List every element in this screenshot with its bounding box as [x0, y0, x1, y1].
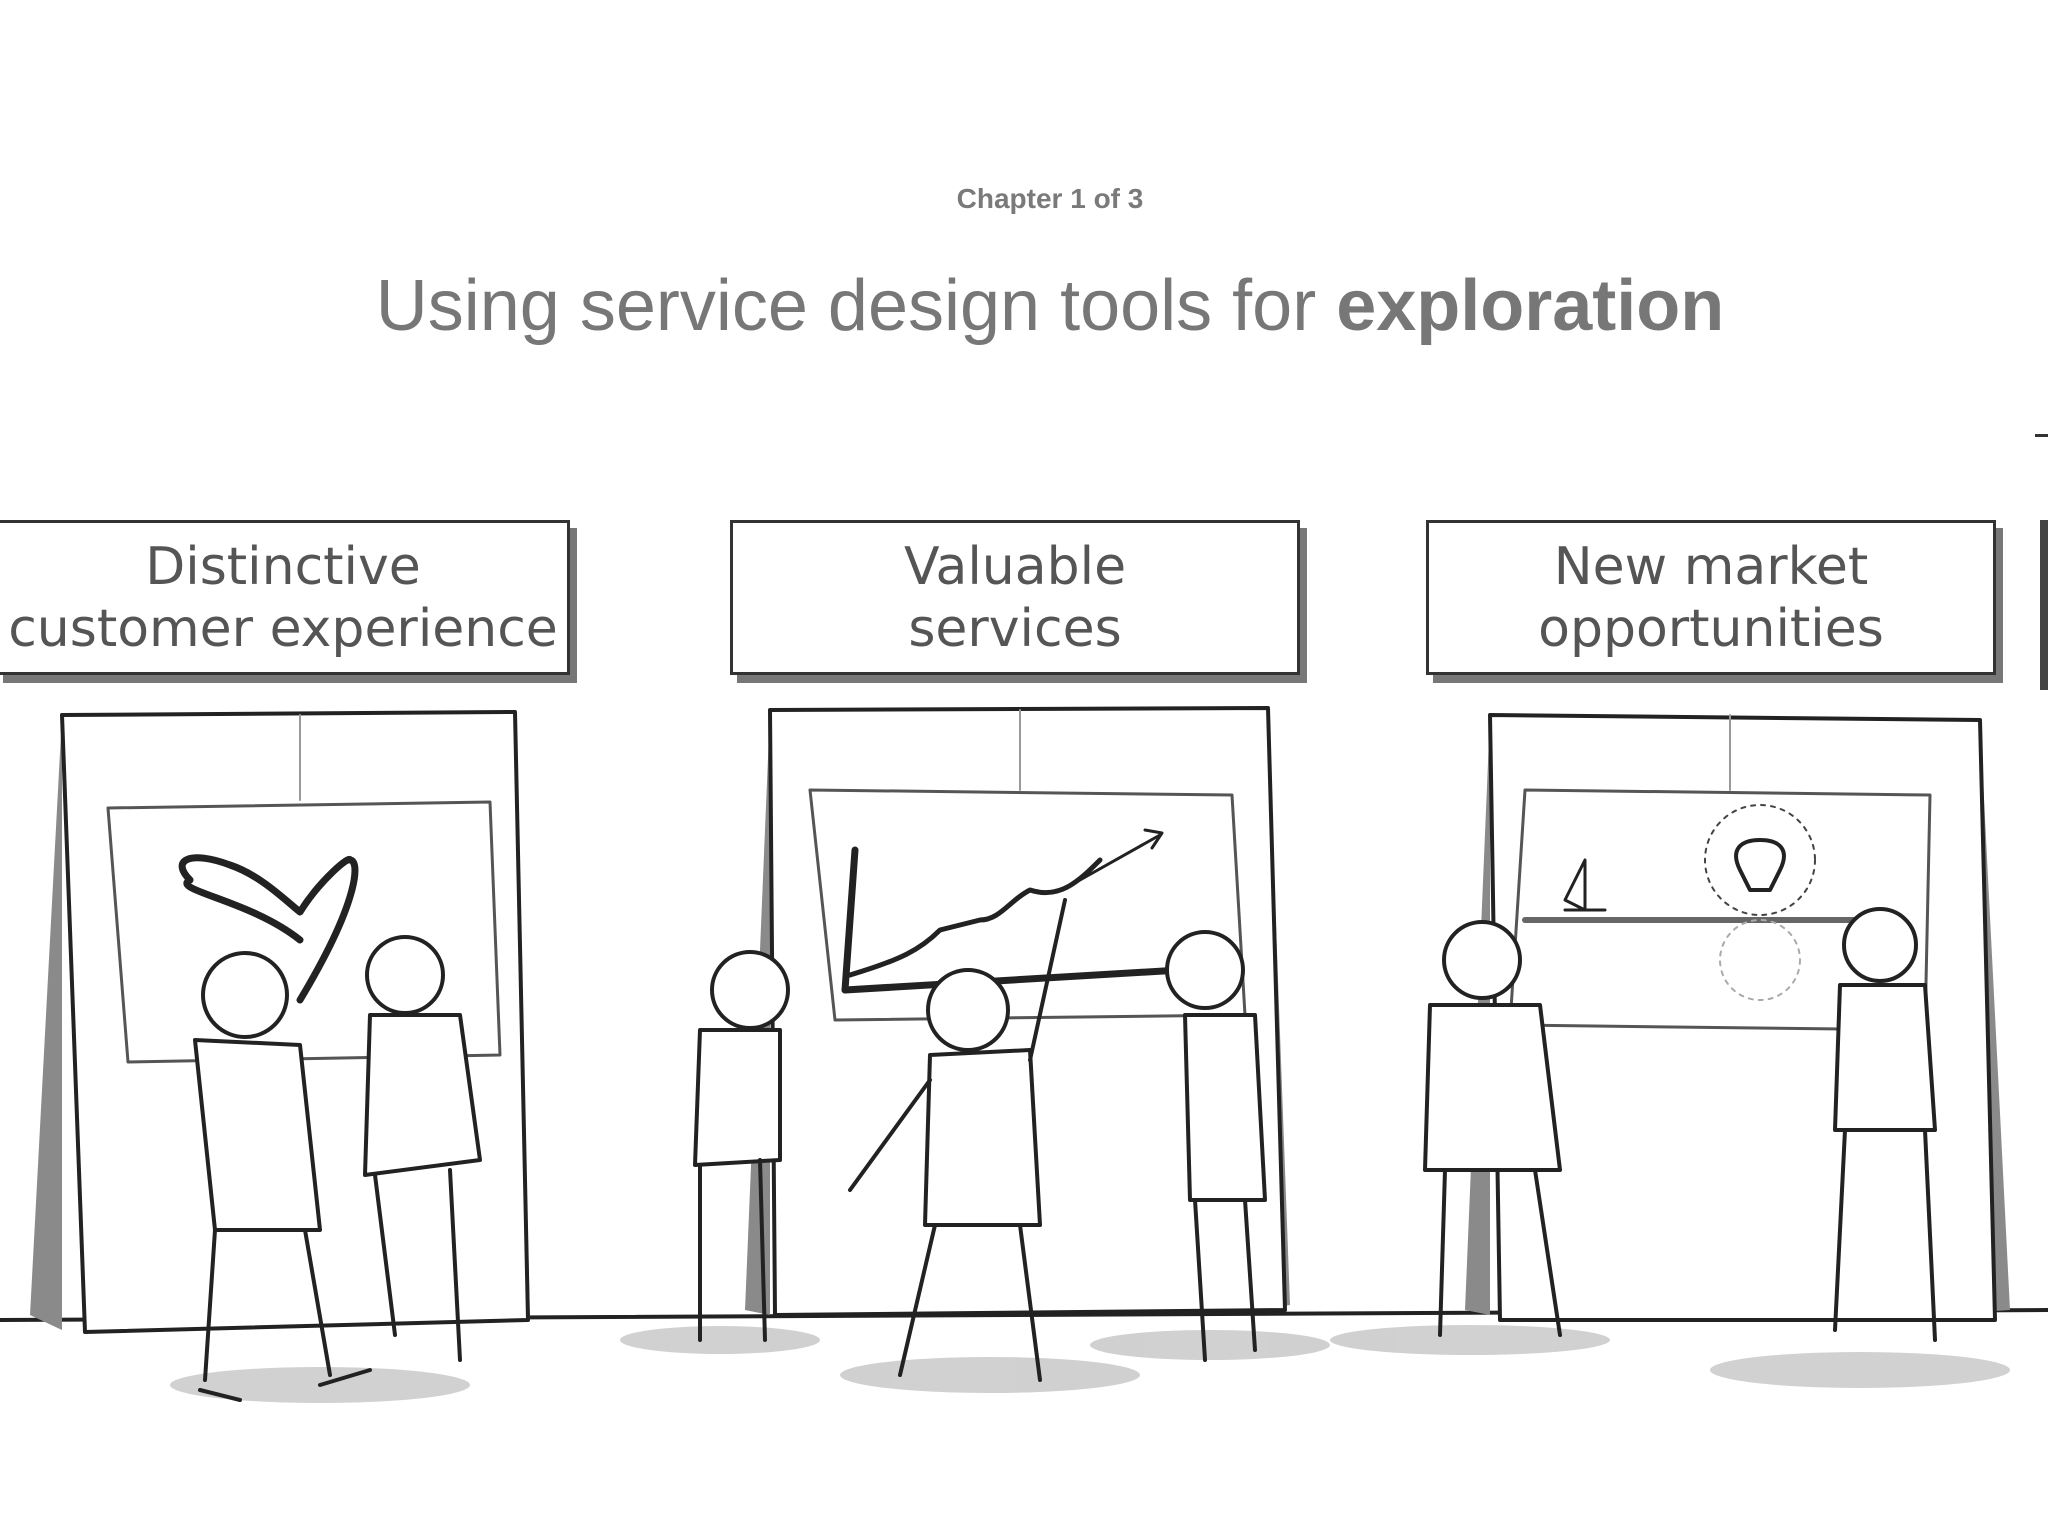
edge-mark — [2035, 434, 2048, 437]
person-7-woman — [1833, 907, 1937, 1342]
sign-line-2: customer experience — [8, 598, 558, 659]
person-4-pointing — [848, 898, 1067, 1382]
sign-new-market-opportunities: New market opportunities — [1426, 520, 1996, 675]
title-regular: Using service design tools for — [375, 266, 1337, 346]
person-2-woman — [363, 935, 482, 1362]
page-title: Using service design tools for explorati… — [0, 265, 2048, 347]
workshop-illustration — [0, 706, 2048, 1403]
sign-valuable-services: Valuable services — [730, 520, 1300, 675]
title-bold: exploration — [1336, 266, 1725, 346]
lightbulb-icon — [1734, 838, 1786, 892]
sailboat-icon — [1563, 858, 1607, 912]
whiteboard-2 — [745, 706, 1290, 1317]
sign-line-2: services — [908, 598, 1122, 659]
heart-icon — [178, 854, 359, 1004]
sign-partial-edge — [2040, 520, 2048, 690]
sign-line-1: Valuable — [903, 536, 1127, 597]
whiteboard-3 — [1465, 713, 2010, 1322]
person-3 — [693, 950, 790, 1342]
person-5 — [1165, 930, 1267, 1362]
sign-line-1: Distinctive — [145, 536, 421, 597]
sign-line-2: opportunities — [1538, 598, 1884, 659]
sign-distinctive-customer-experience: Distinctive customer experience — [0, 520, 570, 675]
person-1-back — [193, 951, 372, 1402]
chapter-label: Chapter 1 of 3 — [956, 183, 1144, 214]
growth-chart-icon — [841, 828, 1184, 994]
person-6 — [1423, 920, 1562, 1337]
sign-line-1: New market — [1553, 536, 1869, 597]
